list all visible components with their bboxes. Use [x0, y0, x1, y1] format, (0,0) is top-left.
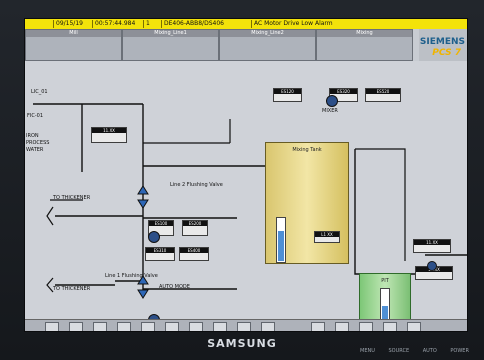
instrument-tag: ES120	[274, 89, 301, 94]
tank-level-faceplate[interactable]: L1 XX	[314, 231, 340, 243]
instrument-faceplate[interactable]: ES520	[365, 88, 401, 102]
instrument-tag: 11.XX	[414, 240, 450, 245]
area-mixing[interactable]: Mixing	[316, 29, 413, 61]
flushing-valve-2-icon[interactable]	[136, 184, 150, 210]
instrument-faceplate[interactable]: ES200	[182, 220, 208, 236]
tank-level-fill	[278, 230, 284, 261]
instrument-tag: ES400	[180, 248, 208, 253]
tank-level-bargraph	[276, 217, 286, 263]
monitor-button-source[interactable]: SOURCE	[388, 348, 410, 354]
instrument-faceplate[interactable]: 11.XX	[413, 239, 451, 253]
stop-icon[interactable]	[407, 322, 421, 331]
valve-label: Line 1 Flushing Valve	[105, 273, 158, 279]
diag-icon[interactable]	[359, 322, 373, 331]
outlet-label: TO THICKENER	[53, 286, 91, 292]
left-tag-label: LIC_01	[31, 89, 48, 95]
zoom-icon[interactable]	[261, 322, 275, 331]
pump-icon[interactable]	[427, 261, 437, 271]
bottom-taskbar	[25, 319, 467, 331]
instrument-faceplate[interactable]: ES310	[145, 247, 175, 261]
area-label: Mixing_Line2	[220, 30, 315, 37]
instrument-faceplate[interactable]: 11.XX	[91, 127, 127, 143]
home-icon[interactable]	[69, 322, 83, 331]
instrument-faceplate[interactable]: ES400	[179, 247, 209, 261]
plant-area-selector: Mill Mixing_Line1 Mixing_Line2 Mixing	[25, 29, 419, 61]
mixing-tank[interactable]: Mixing Tank L1 XX	[265, 142, 349, 264]
left-icon[interactable]	[213, 322, 227, 331]
left-tag-label: FIC-01	[27, 113, 44, 119]
monitor-buttons: MENU SOURCE AUTO POWER	[360, 348, 481, 354]
mixer-motor-icon[interactable]	[326, 95, 338, 107]
alarm-bar: 09/15/19 00:57:44.984 1 DE406-ABB8/DS406…	[25, 19, 467, 29]
alarm-tag: DE406-ABB8/DS406	[161, 20, 252, 28]
pit-name: PIT	[381, 278, 389, 284]
monitor-button-menu[interactable]: MENU	[360, 348, 375, 354]
area-label: Mixing_Line1	[123, 30, 218, 37]
valve-label: Line 2 Flushing Valve	[170, 182, 223, 188]
vendor-logo-text: SIEMENS	[419, 37, 465, 47]
play-icon[interactable]	[45, 322, 59, 331]
mode-label: AUTO MODE	[159, 284, 190, 290]
instrument-tag: ES100	[149, 221, 173, 226]
area-mixing-line-2[interactable]: Mixing_Line2	[219, 29, 316, 61]
mixer-label: MIXER	[322, 108, 338, 114]
area-mixing-line-1[interactable]: Mixing_Line1	[122, 29, 219, 61]
tags-icon[interactable]	[335, 322, 349, 331]
process-lines	[33, 103, 467, 293]
instrument-tag: ES520	[366, 89, 400, 94]
pcs7-screen: 09/15/19 00:57:44.984 1 DE406-ABB8/DS406…	[24, 18, 468, 332]
overview-icon[interactable]	[93, 322, 107, 331]
alarm-date: 09/15/19	[53, 20, 92, 28]
outlet-label: TO THICKENER	[53, 195, 91, 201]
tank-level-tag: L1 XX	[315, 232, 339, 237]
area-label: Mill	[26, 30, 121, 37]
help-icon[interactable]	[189, 322, 203, 331]
trend-icon[interactable]	[165, 322, 179, 331]
monitor-button-auto[interactable]: AUTO	[422, 348, 437, 354]
instrument-tag: ES320	[330, 89, 357, 94]
tank-name: Mixing Tank	[292, 147, 322, 153]
area-mill[interactable]: Mill	[25, 29, 122, 61]
monitor-button-power[interactable]: POWER	[450, 348, 469, 354]
faceplate-icon[interactable]	[311, 322, 325, 331]
instrument-faceplate[interactable]: ES120	[273, 88, 302, 102]
area-label: Mixing	[317, 30, 412, 37]
product-logo-text: PCS 7	[432, 48, 461, 58]
instrument-tag: ES200	[183, 221, 207, 226]
alarm-message[interactable]: AC Motor Drive Low Alarm	[251, 20, 420, 28]
print-icon[interactable]	[141, 322, 155, 331]
flushing-valve-1-icon[interactable]	[136, 274, 150, 300]
pit-level-fill	[382, 305, 388, 324]
right-icon[interactable]	[237, 322, 251, 331]
monitor-brand: SAMSUNG	[207, 337, 277, 350]
left-tag-label: PROCESS	[26, 140, 50, 146]
alarm-count: 1	[143, 20, 162, 28]
alarms-icon[interactable]	[117, 322, 131, 331]
left-tag-label: IRON	[26, 133, 39, 139]
instrument-tag: ES310	[146, 248, 174, 253]
left-tag-label: WATER	[26, 147, 44, 153]
settings-icon[interactable]	[383, 322, 397, 331]
alarm-time: 00:57:44.984	[92, 20, 143, 28]
process-graphic: LIC_01 FIC-01 IRON PROCESS WATER TO THIC…	[25, 61, 467, 331]
instrument-tag: 11.XX	[92, 128, 126, 133]
motor-icon[interactable]	[148, 231, 160, 243]
